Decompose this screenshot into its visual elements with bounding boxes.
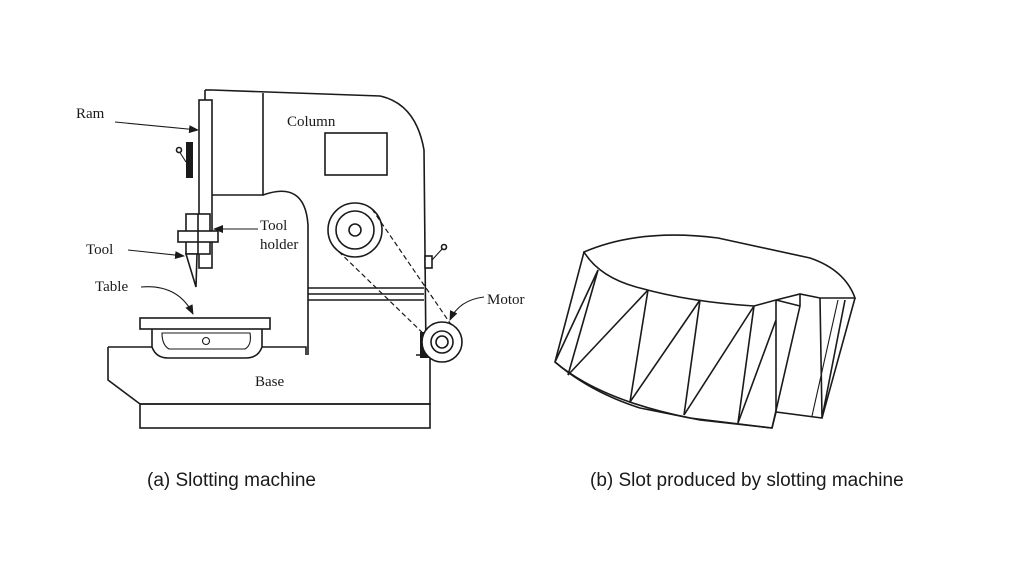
slot [771,294,823,429]
tool-holder [177,213,219,255]
slotted-cylinder-drawing [554,234,857,429]
slotting-machine-drawing: Ram Column Tool holder Tool Table Motor … [76,89,525,429]
label-tool: Tool [86,242,113,258]
cylinder-top-face [582,234,857,307]
label-motor: Motor [487,292,525,308]
label-ram: Ram [76,106,105,122]
caption-slotting-machine: (a) Slotting machine [147,470,316,491]
cylinder-facets [554,269,846,424]
caption-slot-produced: (b) Slot produced by slotting machine [590,470,904,491]
label-table: Table [95,279,128,295]
ram-arrow [114,121,199,134]
label-tool-holder-line2: holder [260,237,298,253]
table [139,317,271,359]
tool-arrow [127,249,185,260]
label-tool-holder-line1: Tool [260,218,287,234]
motor-arrow [449,296,485,321]
motor [420,321,463,363]
label-base: Base [255,374,285,390]
tool [184,253,198,288]
ram [175,89,213,269]
label-column: Column [287,114,336,130]
table-arrow [140,286,194,315]
belt-drive [327,202,453,341]
column [211,89,448,356]
